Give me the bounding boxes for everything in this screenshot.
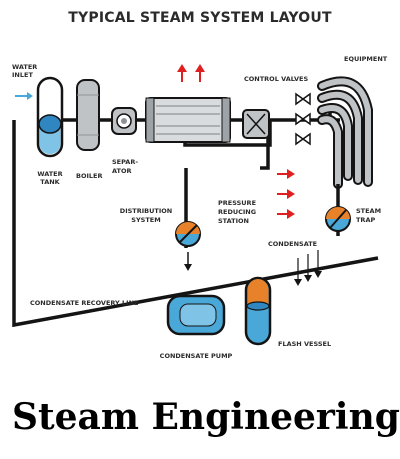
boiler-label: BOILER xyxy=(76,172,103,180)
caption-title: Steam Engineering xyxy=(12,396,400,438)
recovery-line-label: CONDENSATE RECOVERY LINE xyxy=(30,299,138,307)
diagram-title: TYPICAL STEAM SYSTEM LAYOUT xyxy=(68,10,332,26)
prs-label-line2: REDUCING xyxy=(218,208,256,216)
water-tank-label-line1: WATER xyxy=(37,170,62,178)
water-tank-label-line2: TANK xyxy=(40,178,60,186)
heat-release-arrows-icon xyxy=(177,64,205,82)
boiler xyxy=(76,79,100,151)
water-tank xyxy=(36,76,64,158)
distribution-system-label-line2: SYSTEM xyxy=(131,216,160,224)
equipment-label: EQUIPMENT xyxy=(344,55,388,63)
distribution-system xyxy=(145,97,231,143)
water-inlet-arrow-icon xyxy=(15,92,33,100)
pressure-reducing-station xyxy=(242,109,270,139)
equipment-coils xyxy=(317,76,373,189)
separator-label-line2: ATOR xyxy=(112,167,132,175)
condensate-pump-label: CONDENSATE PUMP xyxy=(160,352,233,360)
water-inlet-label-line2: INLET xyxy=(12,71,33,79)
prs-label-line3: STATION xyxy=(218,217,249,225)
steam-system-diagram: TYPICAL STEAM SYSTEM LAYOUT WATER INLET … xyxy=(12,10,388,360)
condensate-arrows-icon xyxy=(294,250,322,286)
condensate-pump xyxy=(166,294,226,336)
drain-arrow-icon xyxy=(184,252,192,271)
prs-label-line1: PRESSURE xyxy=(218,199,256,207)
steam-trap-label-line2: TRAP xyxy=(356,216,375,224)
steam-trap-label-line1: STEAM xyxy=(356,207,381,215)
condensate-label: CONDENSATE xyxy=(268,240,317,248)
flash-vessel-label: FLASH VESSEL xyxy=(278,340,331,348)
water-inlet-label-line1: WATER xyxy=(12,63,37,71)
steam-trap xyxy=(325,206,351,232)
control-valves xyxy=(295,92,311,146)
distribution-system-label-line1: DISTRIBUTION xyxy=(120,207,172,215)
flash-vessel xyxy=(244,276,272,346)
distribution-trap xyxy=(175,221,201,247)
control-valves-label: CONTROL VALVES xyxy=(244,75,308,83)
heat-flow-arrows-icon xyxy=(277,169,295,219)
separator xyxy=(111,107,137,135)
separator-label-line1: SEPAR- xyxy=(112,158,138,166)
